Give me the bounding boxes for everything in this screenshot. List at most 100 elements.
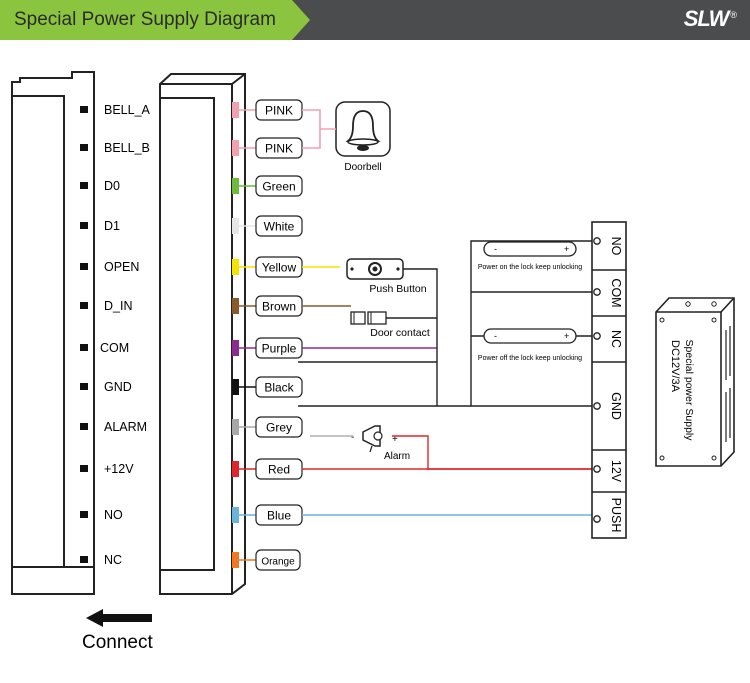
terminal-pin	[80, 511, 88, 518]
connect-label: Connect	[82, 632, 153, 653]
wire-color-tab	[232, 298, 239, 314]
door-contact-label: Door contact	[370, 327, 430, 339]
wire-label-box	[255, 215, 303, 237]
wire-color-tab	[232, 340, 239, 356]
lock-bottom-minus: -	[494, 331, 497, 341]
lock-power-on: - + Power on the lock keep unlocking	[478, 241, 582, 271]
terminal-label: D_IN	[104, 299, 132, 313]
power-terminal-screw	[593, 288, 601, 296]
wire-label-box	[255, 376, 303, 398]
terminal-label: D0	[104, 179, 120, 193]
terminal-pin	[80, 302, 88, 309]
wire-color-tab	[232, 218, 239, 234]
wire-color-tab	[232, 259, 239, 275]
terminal-label: COM	[100, 341, 129, 355]
psu-name: Special power Supply	[683, 340, 695, 442]
terminal-pin	[80, 222, 88, 229]
wire-color-tab	[232, 379, 239, 395]
lock-power-off: - + Power off the lock keep unlocking	[478, 328, 582, 362]
power-terminal-label: 12V	[609, 460, 623, 483]
terminal-label: BELL_A	[104, 103, 151, 117]
terminal-pin	[80, 423, 88, 430]
wire-label: Black	[264, 381, 294, 395]
wire-label: Orange	[261, 557, 295, 568]
wire-label: White	[264, 220, 295, 234]
terminal-pin	[80, 106, 88, 113]
doorbell-wire	[302, 109, 336, 149]
power-terminal-label: GND	[609, 392, 623, 420]
left-arrow-icon	[86, 609, 152, 627]
lock-capsule-top	[483, 241, 577, 257]
terminal-pin	[80, 144, 88, 151]
terminal-label: GND	[104, 380, 132, 394]
wire-label: Red	[268, 463, 290, 477]
lock-top-plus: +	[564, 244, 569, 254]
power-terminal-screw	[593, 332, 601, 340]
page-title: Special Power Supply Diagram	[14, 9, 276, 30]
wire-color-tab	[232, 507, 239, 523]
terminal-pin	[80, 556, 88, 563]
wire-label: Purple	[262, 342, 297, 356]
alarm-minus: -	[351, 432, 354, 443]
brand-logo: SLW®	[683, 6, 737, 32]
controller-housing	[11, 71, 95, 595]
alarm-plus: +	[392, 434, 398, 445]
wire-color-tab	[232, 461, 239, 477]
alarm-siren-icon	[362, 425, 381, 447]
wire-label-box	[255, 549, 301, 571]
power-terminal-screw	[593, 402, 601, 410]
wire-color-tab	[232, 552, 239, 568]
wire-color-tab	[232, 419, 239, 435]
terminal-label: NC	[104, 553, 122, 567]
connect-arrow: Connect	[82, 609, 153, 653]
power-terminal-screw	[593, 465, 601, 473]
power-terminal-label: PUSH	[609, 498, 623, 533]
terminal-label: ALARM	[104, 420, 147, 434]
lock-power-on-note: Power on the lock keep unlocking	[478, 264, 582, 271]
terminal-pin	[80, 465, 88, 472]
wire-label: PINK	[265, 142, 293, 156]
wire-color-tab	[232, 102, 239, 118]
power-terminal-label: NO	[609, 237, 623, 256]
door-contact-magnet	[350, 311, 366, 325]
power-terminal-screw	[593, 515, 601, 523]
psu-rating: DC12V/3A	[669, 340, 681, 393]
power-terminal-strip: NO COM NC GND 12V PUSH	[591, 221, 627, 539]
push-button-device: Push Button	[346, 258, 427, 295]
logo-text: SLW	[683, 6, 730, 31]
terminal-label: NO	[104, 508, 123, 522]
alarm-label: Alarm	[384, 451, 410, 462]
wire-label: Brown	[262, 300, 296, 314]
terminal-pin	[80, 344, 88, 351]
terminal-pin	[80, 263, 88, 270]
doorbell-label: Doorbell	[344, 162, 381, 173]
logo-mark: ®	[730, 9, 737, 20]
wire-label: Grey	[266, 421, 292, 435]
wire-label-box	[255, 416, 303, 438]
terminal-pin	[80, 182, 88, 189]
lock-top-minus: -	[494, 244, 497, 254]
bell-icon	[345, 110, 381, 151]
power-terminal-label: NC	[609, 330, 623, 348]
connector-block	[159, 73, 246, 595]
wire-label: Blue	[267, 509, 291, 523]
push-button-label: Push Button	[369, 283, 426, 295]
alarm-device: - + Alarm	[351, 425, 410, 462]
lock-power-off-note: Power off the lock keep unlocking	[478, 355, 582, 362]
header-title-tab	[0, 0, 310, 40]
wire-color-tab	[232, 140, 239, 156]
power-supply-unit: DC12V/3A Special power Supply	[655, 297, 735, 467]
terminal-label: +12V	[104, 462, 134, 476]
power-terminal-screw	[593, 237, 601, 245]
doorbell-device: Doorbell	[302, 101, 391, 173]
wire-label-box	[255, 175, 303, 197]
terminal-label: BELL_B	[104, 141, 150, 155]
wire-label: Green	[262, 180, 295, 194]
terminal-pin	[80, 383, 88, 390]
door-contact-device: Door contact	[350, 311, 430, 339]
terminal-label: OPEN	[104, 260, 139, 274]
power-terminal-label: COM	[609, 278, 623, 307]
wire-color-tab	[232, 178, 239, 194]
wire-label: PINK	[265, 104, 293, 118]
